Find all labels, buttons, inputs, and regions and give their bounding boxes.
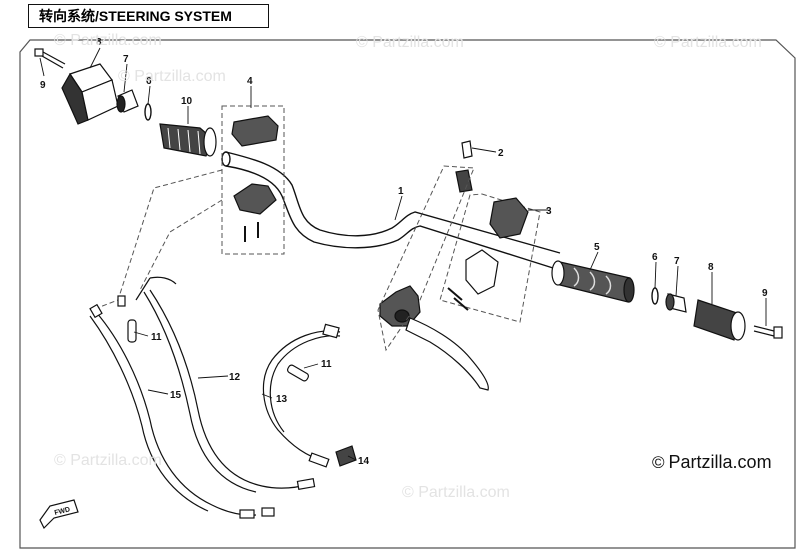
watermark: © Partzilla.com [118,68,226,85]
left-switch-lower[interactable] [233,183,277,215]
clip-14[interactable] [335,445,357,467]
right-collar[interactable] [665,293,687,313]
leader-line [139,199,223,291]
callout-6: 6 [652,252,658,263]
cables [89,276,341,516]
right-screw[interactable] [453,297,469,311]
page-title: 转向系统/STEERING SYSTEM [28,4,269,28]
right-grip[interactable] [551,260,635,303]
right-screw[interactable] [447,287,463,301]
callout-14: 14 [358,456,370,467]
cable-13[interactable] [262,330,341,463]
right-switch-upper[interactable] [489,197,529,239]
fwd-direction-badge: FWD [39,499,79,530]
lever-group-outline [377,165,475,352]
callout-9: 9 [762,288,768,299]
cable-15[interactable] [89,315,209,512]
callout-15: 15 [170,390,182,401]
callout-2: 2 [498,148,504,159]
left-collar[interactable] [116,89,139,113]
right-bolt[interactable] [753,325,783,339]
callout-9: 9 [40,80,46,91]
left-switch-upper[interactable] [231,115,279,147]
cable-15[interactable] [95,311,257,516]
fwd-label: FWD [54,506,71,517]
left-washer[interactable] [144,103,152,121]
copyright-text: Partzilla.com [668,452,772,472]
callout-7: 7 [674,256,680,267]
handlebar[interactable] [221,151,561,269]
cable-12[interactable] [143,291,257,493]
right-bar-end-weight[interactable] [693,299,746,341]
callout-1: 1 [398,186,404,197]
diagram-frame [19,39,796,549]
watermark: © Partzilla.com [356,34,464,51]
left-bolt[interactable] [34,48,66,69]
callout-13: 13 [276,394,288,405]
callout-11: 11 [151,332,162,343]
callout-leaders [39,47,767,461]
watermark: © Partzilla.com [54,32,162,49]
watermark: © Partzilla.com [402,484,510,501]
clip[interactable] [127,319,310,382]
watermark: © Partzilla.com [54,452,162,469]
copyright-symbol: © [652,453,665,472]
cable-fittings[interactable] [89,295,340,519]
callout-8: 8 [708,262,714,273]
callout-8: 8 [96,37,102,48]
watermark: © Partzilla.com [654,34,762,51]
callout-10: 10 [181,96,193,107]
left-bar-end-weight[interactable] [61,63,119,125]
left-grip[interactable] [159,123,217,157]
callout-4: 4 [247,76,253,87]
brake-lever-assembly[interactable] [379,285,489,391]
callout-6: 6 [146,76,152,87]
right-switch-lower[interactable] [465,249,499,295]
left-switch-group [221,105,285,255]
right-washer[interactable] [651,287,659,305]
callout-3: 3 [546,206,552,217]
callout-5: 5 [594,242,600,253]
cable-12[interactable] [149,289,311,489]
leader-line [91,169,223,311]
copyright-notice: ©Partzilla.com [652,452,772,473]
right-switch-group [439,193,541,323]
callout-7: 7 [123,54,129,65]
callout-12: 12 [229,372,241,383]
brake-switch-parts[interactable] [455,140,473,193]
cable-13[interactable] [269,335,341,433]
callout-11: 11 [321,359,332,370]
